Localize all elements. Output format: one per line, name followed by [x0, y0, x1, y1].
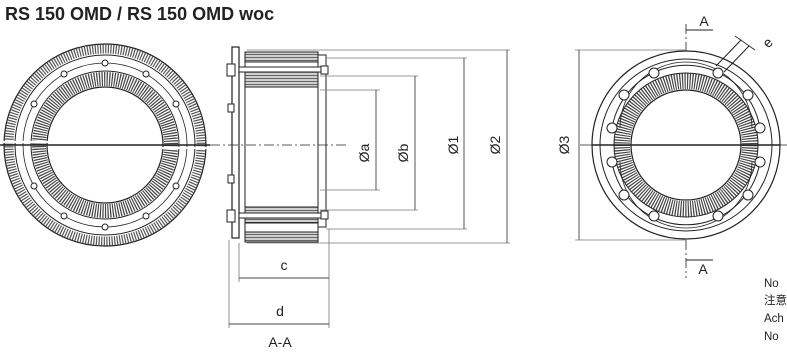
label-d: d [276, 303, 284, 319]
bolt-holes [30, 59, 180, 231]
label-section-a-bottom: A [698, 261, 708, 277]
section-bolts [226, 63, 329, 223]
label-section: A-A [268, 334, 292, 350]
label-section-a-top: A [699, 13, 709, 29]
section-view [210, 46, 510, 328]
label-phi-3: Ø3 [556, 135, 572, 154]
label-phi-b: Øb [395, 143, 411, 162]
label-phi-a: Øa [356, 143, 372, 162]
label-phi-2: Ø2 [487, 135, 503, 154]
flange-bolts [606, 67, 766, 222]
label-phi-1: Ø1 [445, 135, 461, 154]
front-view-right [575, 24, 787, 278]
note-line-2: 注意 [764, 293, 787, 307]
label-c: c [281, 257, 288, 273]
front-view-left [0, 43, 210, 247]
note-line-1: No [764, 278, 779, 290]
note-line-3: Ach [764, 313, 784, 325]
label-e: e [759, 34, 776, 51]
note-line-4: No [764, 331, 779, 343]
page-title: RS 150 OMD / RS 150 OMD woc [5, 4, 275, 24]
